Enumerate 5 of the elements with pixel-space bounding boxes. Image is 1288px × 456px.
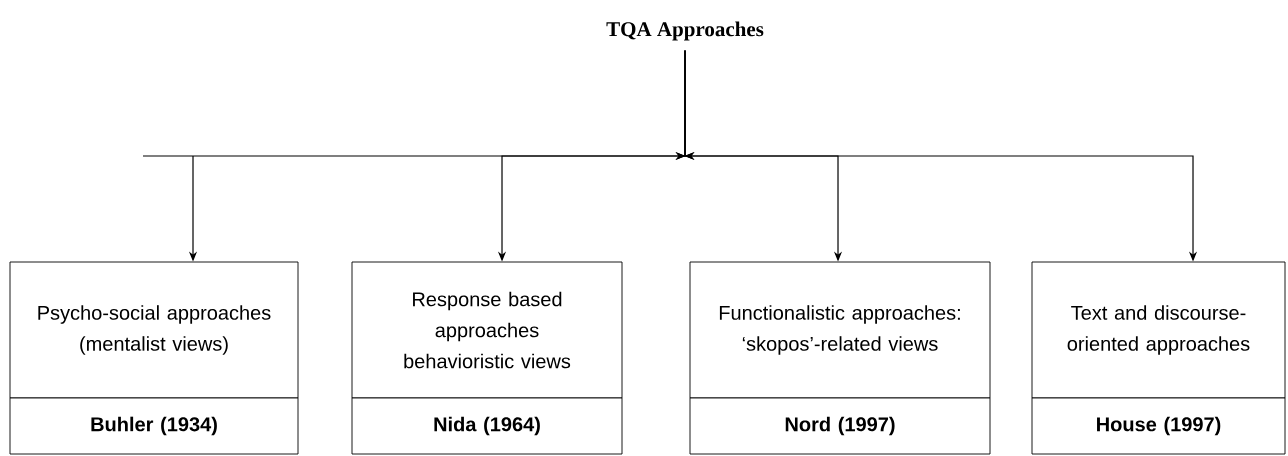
author-box: House (1997): [1031, 397, 1286, 455]
author-box: Buhler (1934): [9, 397, 299, 455]
author-box: Nida (1964): [351, 397, 623, 455]
title-text: TQA Approaches: [606, 21, 764, 41]
author-box: Nord (1997): [689, 397, 991, 455]
